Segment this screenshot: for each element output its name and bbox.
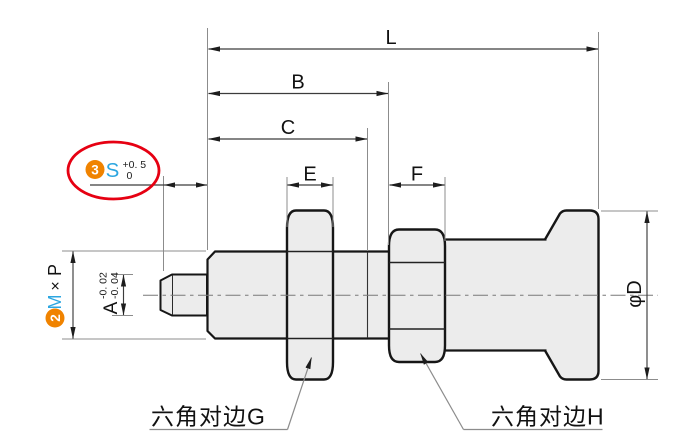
- hex-g-leader: [286, 357, 313, 430]
- label-s-tol-upper: +0. 5: [123, 159, 147, 171]
- badge-3-number: 3: [91, 162, 99, 177]
- badge-3-circle: [85, 160, 105, 179]
- hex-h-callout: 六角对边H: [419, 353, 605, 431]
- dimension-lines: [70, 46, 650, 380]
- hex-g-callout: 六角对边G: [149, 357, 313, 431]
- label-phi-d: φD: [624, 280, 646, 307]
- label-p: P: [45, 264, 65, 276]
- stroke-callout-group: 3 S +0. 5 0: [66, 140, 161, 201]
- label-times: ×: [48, 281, 65, 290]
- label-hex-flats-g: 六角对边G: [151, 404, 266, 430]
- thread-callout-group: 2 M × P: [45, 264, 65, 328]
- knob: [543, 209, 600, 381]
- red-highlight-ellipse: [66, 140, 161, 201]
- label-a-tol-upper: -0. 02: [98, 272, 110, 299]
- label-s-tol-lower: 0: [127, 170, 133, 182]
- badge-2-circle: [45, 308, 65, 328]
- part-views: [143, 209, 658, 381]
- label-dim-e: E: [303, 164, 316, 186]
- label-m: M: [45, 295, 65, 310]
- label-a: A: [101, 301, 122, 314]
- dim-s-arrow-left: [164, 182, 175, 188]
- badge-2-number: 2: [48, 314, 63, 322]
- label-hex-flats-h: 六角对边H: [491, 404, 605, 430]
- label-dim-f: F: [411, 164, 423, 186]
- dim-s-arrow-right: [196, 182, 207, 188]
- label-dim-b: B: [291, 72, 304, 94]
- label-dim-l: L: [385, 27, 396, 49]
- hex-h-leader: [419, 353, 465, 430]
- label-s: S: [106, 159, 120, 182]
- label-a-tol-lower: -0. 04: [109, 272, 121, 299]
- pin-dia-callout-group: A -0. 02 -0. 04: [98, 272, 123, 314]
- label-dim-c: C: [281, 117, 295, 139]
